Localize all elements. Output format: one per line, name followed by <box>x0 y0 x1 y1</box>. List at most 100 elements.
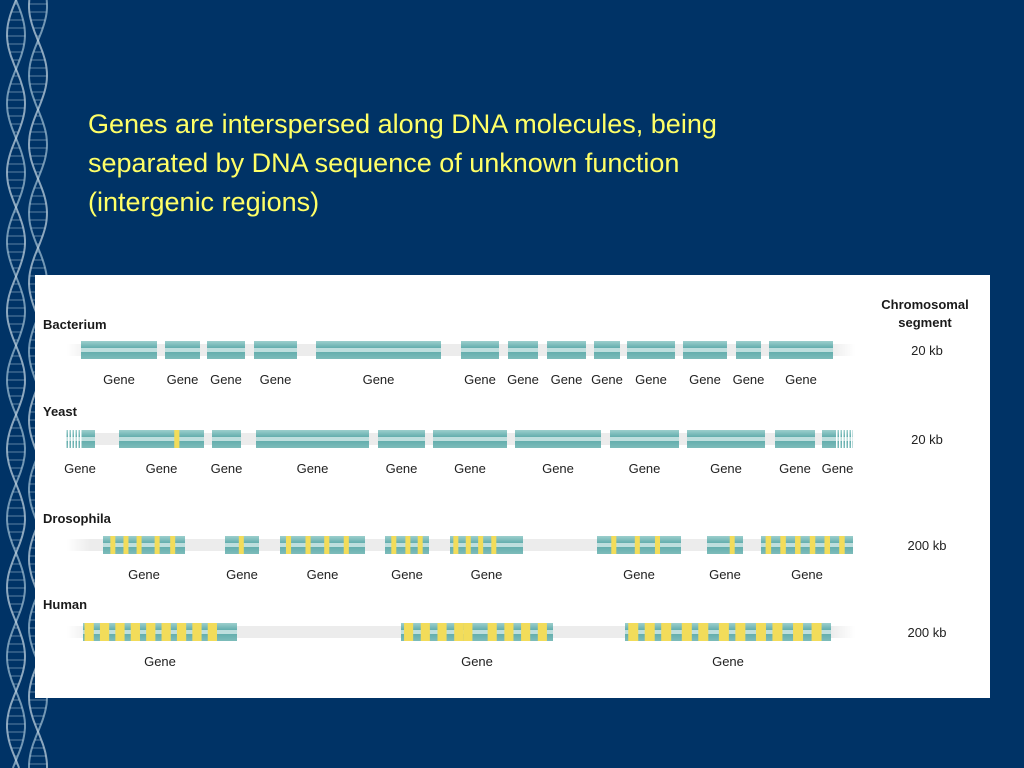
exon-highlight <box>504 623 514 641</box>
gene-block: Gene <box>211 430 243 476</box>
exon-highlight <box>324 536 330 554</box>
gene-bar-stripe <box>707 543 743 547</box>
gene-bar-stripe <box>508 348 538 352</box>
gene-label: Gene <box>167 372 199 387</box>
gene-block: Gene <box>627 341 675 387</box>
exon-highlight <box>343 536 349 554</box>
exon-highlight <box>755 623 766 641</box>
slide-title-line-2: separated by DNA sequence of unknown fun… <box>88 148 680 178</box>
gene-bar-stripe <box>547 348 586 352</box>
exon-highlight <box>305 536 311 554</box>
gene-label: Gene <box>791 567 823 582</box>
exon-highlight <box>765 536 772 554</box>
gene-bar-stripe <box>433 437 507 441</box>
exon-highlight <box>735 623 746 641</box>
gene-bar-stripe <box>401 630 553 634</box>
exon-highlight <box>718 623 729 641</box>
gene-bar-stripe <box>256 437 369 441</box>
gene-bar-stripe <box>212 437 241 441</box>
gene-block: Gene <box>119 430 204 476</box>
gene-label: Gene <box>507 372 539 387</box>
gene-bar-stripe <box>761 543 853 547</box>
gene-fade-tick <box>77 430 79 448</box>
exon-highlight <box>793 623 804 641</box>
segment-size-label: 20 kb <box>911 343 943 358</box>
exon-highlight <box>772 623 783 641</box>
exon-highlight <box>537 623 547 641</box>
gene-bar-stripe <box>450 543 523 547</box>
gene-block: Gene <box>707 536 743 582</box>
chromosomal-header-line-1: Chromosomal <box>881 297 968 312</box>
exon-highlight <box>654 536 660 554</box>
gene-bar-stripe <box>775 437 815 441</box>
gene-label: Gene <box>226 567 258 582</box>
gene-label: Gene <box>785 372 817 387</box>
exon-highlight <box>405 536 411 554</box>
gene-block: Gene <box>256 430 369 476</box>
gene-bar-stripe <box>103 543 185 547</box>
gene-label: Gene <box>542 461 574 476</box>
segment-size-label: 200 kb <box>907 538 946 553</box>
slide-title: Genes are interspersed along DNA molecul… <box>88 105 968 222</box>
slide-title-line-1: Genes are interspersed along DNA molecul… <box>88 109 717 139</box>
exon-highlight <box>729 536 735 554</box>
exon-highlight <box>176 623 187 641</box>
gene-block: Gene <box>591 341 623 387</box>
gene-block: Gene <box>103 536 185 582</box>
exon-highlight <box>780 536 786 554</box>
segment-size-label: 200 kb <box>907 625 946 640</box>
gene-label: Gene <box>146 461 178 476</box>
exon-highlight <box>123 536 129 554</box>
exon-highlight <box>795 536 801 554</box>
gene-block: Gene <box>83 623 237 669</box>
exon-highlight <box>161 623 171 641</box>
gene-label: Gene <box>210 372 242 387</box>
gene-block: Gene <box>450 536 523 582</box>
exon-highlight <box>809 536 816 554</box>
gene-block: Gene <box>597 536 681 582</box>
gene-block: Gene <box>316 341 441 387</box>
gene-bar-stripe <box>687 437 765 441</box>
gene-label: Gene <box>464 372 496 387</box>
gene-block: Gene <box>761 536 853 582</box>
gene-bar-stripe <box>83 630 237 634</box>
gene-label: Gene <box>64 461 96 476</box>
gene-label: Gene <box>260 372 292 387</box>
gene-label: Gene <box>710 461 742 476</box>
exon-highlight <box>478 536 484 554</box>
gene-block: Gene <box>461 341 499 387</box>
exon-highlight <box>207 623 217 641</box>
gene-block: Gene <box>507 341 539 387</box>
gene-fade-tick <box>845 430 847 448</box>
gene-label: Gene <box>779 461 811 476</box>
segment-size-label: 20 kb <box>911 432 943 447</box>
gene-label: Gene <box>128 567 160 582</box>
gene-label: Gene <box>733 372 765 387</box>
gene-label: Gene <box>211 461 243 476</box>
exon-highlight <box>644 623 655 641</box>
gene-fade-tick <box>65 430 67 448</box>
strand-fade-left <box>67 537 91 553</box>
exon-highlight <box>491 536 497 554</box>
gene-label: Gene <box>454 461 486 476</box>
gene-bar-stripe <box>515 437 601 441</box>
gene-block: Gene <box>64 430 96 476</box>
exon-highlight <box>170 536 176 554</box>
gene-block: Gene <box>733 341 765 387</box>
gene-block: Gene <box>610 430 679 476</box>
gene-block: Gene <box>547 341 586 387</box>
gene-bar-stripe <box>461 348 499 352</box>
helix-strand <box>5 0 27 768</box>
helix-strand <box>5 0 27 768</box>
gene-label: Gene <box>297 461 329 476</box>
gene-bar-stripe <box>378 437 425 441</box>
gene-label: Gene <box>591 372 623 387</box>
strand-fade-right <box>831 624 855 640</box>
exon-highlight <box>465 536 471 554</box>
gene-label: Gene <box>635 372 667 387</box>
exon-highlight <box>404 623 414 641</box>
exon-highlight <box>285 536 292 554</box>
gene-fade-tick <box>851 430 853 448</box>
